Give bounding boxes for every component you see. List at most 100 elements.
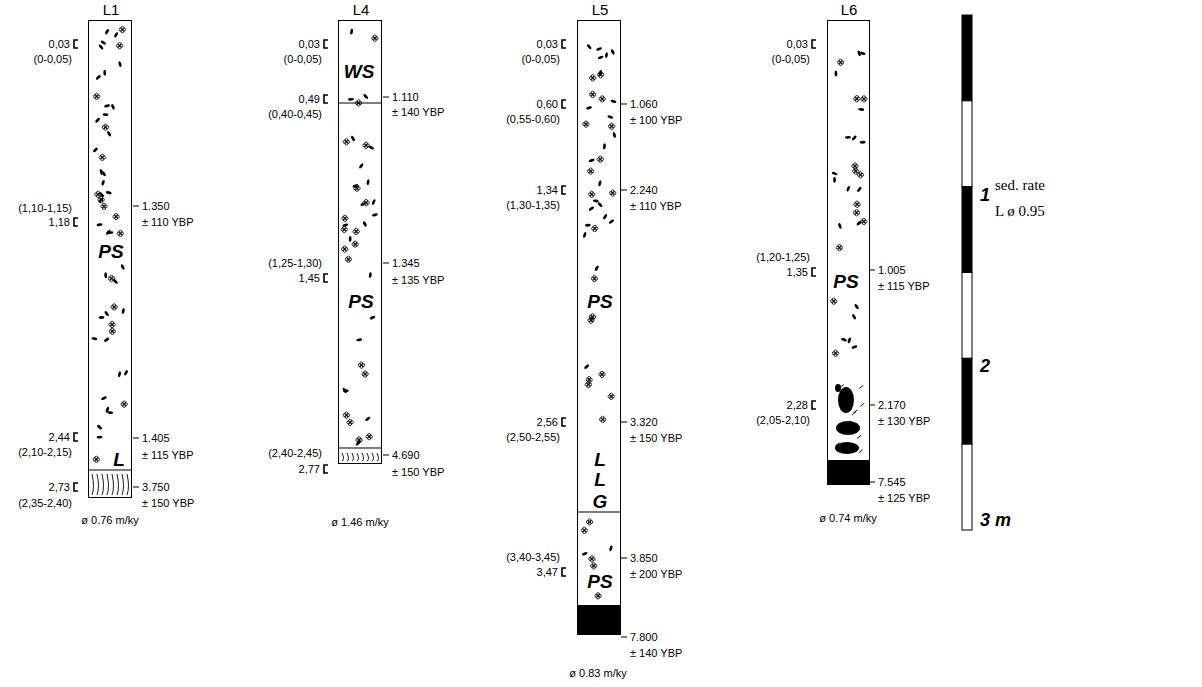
dark-grain xyxy=(583,232,587,239)
dark-grain xyxy=(96,424,102,430)
unit-boundary xyxy=(88,469,132,470)
foraminifer-symbol xyxy=(360,365,363,368)
shell-fragment xyxy=(848,448,852,451)
sediment-core: L4WSPS xyxy=(338,20,382,464)
shell-fragment xyxy=(860,403,864,406)
scale-segment xyxy=(962,444,972,530)
foraminifer-symbol xyxy=(593,279,596,282)
foraminifer-symbol xyxy=(343,226,346,229)
rate-label: ø 0.74 m/ky xyxy=(819,513,876,524)
date-label: 3.750 xyxy=(142,482,170,493)
dark-grain xyxy=(857,50,862,57)
depth-bracket xyxy=(74,433,78,441)
depth-range: (1,10-1,15) xyxy=(18,203,72,214)
unit-boundary xyxy=(338,447,382,448)
dark-grain xyxy=(123,370,128,377)
depth-label: 0,49 xyxy=(299,94,320,105)
foraminifer-symbol xyxy=(364,142,367,145)
dark-grain xyxy=(343,389,349,392)
dark-grain xyxy=(350,135,355,142)
dark-grain xyxy=(602,213,608,220)
dark-grain xyxy=(585,224,591,227)
foraminifer-symbol xyxy=(347,259,350,262)
dark-grain xyxy=(605,52,609,58)
date-label: 2.240 xyxy=(630,185,658,196)
core-label: L1 xyxy=(103,2,120,17)
date-tick xyxy=(133,438,139,439)
date-tick xyxy=(133,206,139,207)
dark-grain xyxy=(369,315,376,320)
shell-layer xyxy=(107,474,109,495)
foraminifer-symbol xyxy=(363,374,366,377)
depth-range: (1,25-1,30) xyxy=(268,258,322,269)
foraminifer-symbol xyxy=(591,78,594,81)
dark-grain xyxy=(368,272,372,278)
depth-bracket xyxy=(74,40,78,48)
foraminifer-symbol xyxy=(832,301,835,304)
foraminifer-symbol xyxy=(345,415,348,418)
shell-layer xyxy=(92,474,94,495)
date-label: 1.405 xyxy=(142,433,170,444)
scale-segment xyxy=(962,358,972,444)
foraminifer-symbol xyxy=(862,218,865,221)
foraminifer-symbol xyxy=(111,328,114,331)
facies-label: PS xyxy=(97,242,124,261)
foraminifer-symbol xyxy=(588,522,591,525)
depth-range: (2,50-2,55) xyxy=(506,432,560,443)
foraminifer-symbol xyxy=(373,35,376,38)
date-error: ± 125 YBP xyxy=(878,493,930,504)
shell-layer xyxy=(97,474,99,495)
shell-fragment xyxy=(835,443,839,446)
dark-grain xyxy=(106,131,112,138)
foraminifer-symbol xyxy=(104,124,107,127)
foraminifer-symbol xyxy=(357,437,360,440)
foraminifer-symbol xyxy=(592,566,595,569)
foraminifer-symbol xyxy=(360,362,363,365)
foraminifer-symbol xyxy=(348,419,351,422)
depth-range: (1,20-1,25) xyxy=(756,252,810,263)
dark-grain xyxy=(103,70,106,76)
foraminifer-symbol xyxy=(588,519,591,522)
date-error: ± 110 YBP xyxy=(630,201,682,212)
core-fill xyxy=(577,26,621,635)
dark-grain xyxy=(104,272,107,278)
depth-label: 0,03 xyxy=(537,39,558,50)
dark-grain xyxy=(366,179,370,185)
foraminifer-symbol xyxy=(113,304,116,307)
foraminifer-symbol xyxy=(95,93,98,96)
shell-layer xyxy=(342,453,344,461)
depth-label: 0,03 xyxy=(299,39,320,50)
foraminifer-symbol xyxy=(590,191,593,194)
depth-range: (2,05-2,10) xyxy=(756,415,810,426)
dark-grain xyxy=(841,337,848,342)
foraminifer-symbol xyxy=(95,456,98,459)
foraminifer-symbol xyxy=(110,278,113,281)
foraminifer-symbol xyxy=(355,185,358,188)
foraminifer-symbol xyxy=(123,404,126,407)
foraminifer-symbol xyxy=(95,96,98,99)
foraminifer-symbol xyxy=(591,75,594,78)
shell-layer xyxy=(122,474,124,495)
dark-grain xyxy=(610,49,615,56)
foraminifer-symbol xyxy=(115,213,118,216)
foraminifer-symbol xyxy=(118,46,121,49)
date-error: ± 150 YBP xyxy=(630,433,682,444)
foraminifer-symbol xyxy=(354,244,357,247)
foraminifer-symbol xyxy=(363,371,366,374)
foraminifer-symbol xyxy=(95,459,98,462)
dark-grain xyxy=(583,364,589,370)
rate-label: ø 0.76 m/ky xyxy=(81,515,138,526)
foraminifer-symbol xyxy=(347,256,350,259)
foraminifer-symbol xyxy=(119,230,122,233)
foraminifer-symbol xyxy=(584,124,587,127)
date-label: 1.345 xyxy=(392,258,420,269)
shell-fragment xyxy=(853,410,857,413)
foraminifer-symbol xyxy=(100,200,103,203)
dark-grain xyxy=(105,229,111,235)
depth-range: (0-0,05) xyxy=(771,54,810,65)
foraminifer-symbol xyxy=(855,213,858,216)
dark-grain xyxy=(362,221,367,228)
depth-bracket xyxy=(812,268,816,276)
date-label: 2.170 xyxy=(878,400,906,411)
foraminifer-symbol xyxy=(121,30,124,33)
